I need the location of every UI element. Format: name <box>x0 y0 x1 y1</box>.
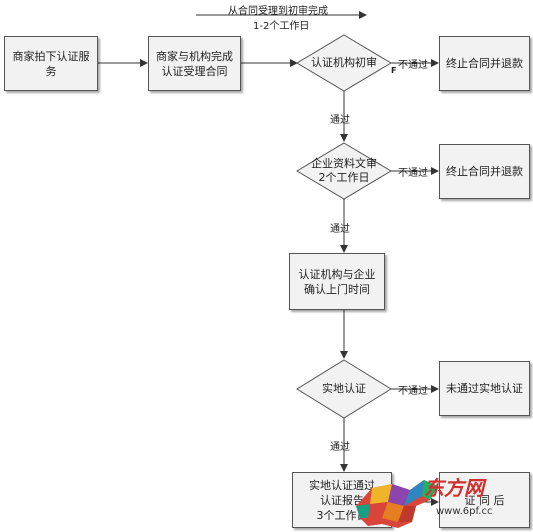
label-pass-3: 通过 <box>330 442 350 453</box>
node-doc-review: 企业资料文审 2个工作日 <box>311 157 377 184</box>
label-fail-3: 不通过 <box>398 386 428 397</box>
node-terminate-1: 终止合同并退款 <box>439 36 530 91</box>
node-onsite: 实地认证 <box>322 382 366 395</box>
label-pass-2: 通过 <box>330 224 350 235</box>
label-pass-1: 通过 <box>330 115 350 126</box>
node-terminate-2: 终止合同并退款 <box>439 144 530 199</box>
node-onsite-fail: 未通过实地认证 <box>439 361 530 416</box>
watermark-url: www.6pf.cc <box>436 506 493 517</box>
node-report-right: 证 同 后 <box>439 472 530 528</box>
header-line-1: 从合同受理到初审完成 <box>228 6 328 17</box>
node-apply: 商家拍下认证服务 <box>4 36 98 91</box>
header-line-2: 1-2个工作日 <box>253 21 310 32</box>
node-schedule: 认证机构与企业确认上门时间 <box>289 253 385 310</box>
node-accept: 商家与机构完成认证受理合同 <box>148 36 241 91</box>
stray-f-label: F <box>391 66 397 75</box>
node-initial-review: 认证机构初审 <box>311 56 377 69</box>
watermark-bull-logo <box>356 480 438 528</box>
label-fail-2: 不通过 <box>398 168 428 179</box>
label-fail-1: 不通过 <box>398 60 428 71</box>
watermark-brand: 东方网 <box>424 476 484 500</box>
